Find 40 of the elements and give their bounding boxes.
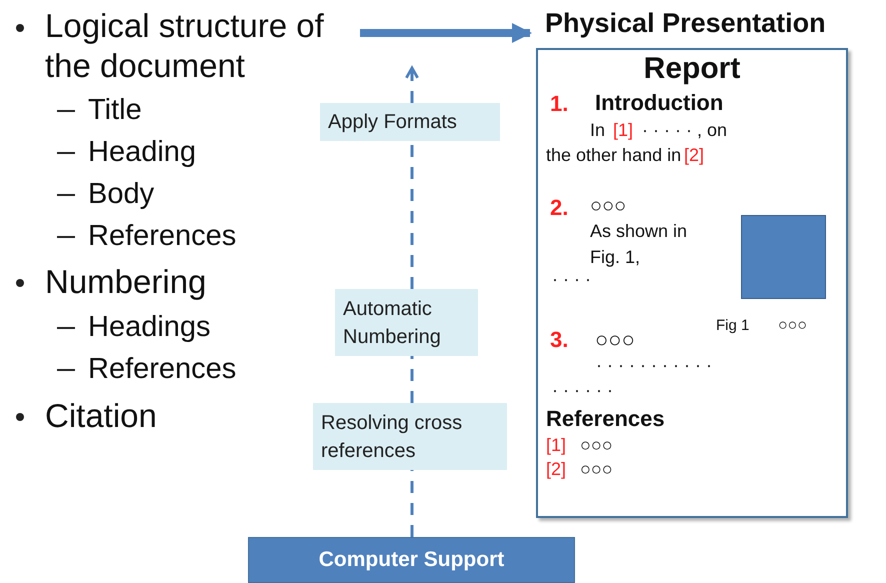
- report-title: Report: [644, 52, 740, 85]
- text-label: References: [88, 219, 236, 254]
- text-label: · · · · · · · · · · ·: [596, 354, 712, 376]
- reference-mark: [2]: [684, 144, 704, 166]
- text-label: the other hand in: [546, 144, 682, 166]
- list-heading: Logical structure of the document: [45, 7, 324, 84]
- dashed-arrow: [405, 66, 419, 103]
- reference-mark: 1.: [550, 90, 568, 118]
- text-label: In: [590, 119, 606, 142]
- reference-mark: [2]: [546, 458, 566, 480]
- support-bar: Computer Support: [248, 537, 575, 583]
- text-label: Headings: [88, 310, 211, 345]
- block-arrow: [360, 23, 532, 43]
- reference-mark: 3.: [550, 326, 568, 354]
- text-label: As shown in Fig. 1,: [590, 220, 688, 269]
- reference-mark: [1]: [613, 119, 634, 142]
- text-label: Title: [88, 93, 142, 128]
- text-label: Fig 1: [716, 317, 750, 336]
- section-heading: Introduction: [595, 89, 724, 116]
- text-label: · · · · · ·: [552, 379, 613, 402]
- text-label: Body: [88, 177, 154, 212]
- step-label: Apply Formats: [320, 103, 500, 141]
- text-label: Citation: [45, 396, 157, 436]
- step-label: Automatic Numbering: [335, 289, 478, 356]
- section-heading: References: [546, 405, 665, 432]
- text-label: ○○○: [580, 458, 613, 480]
- panel-heading: Physical Presentation: [545, 8, 826, 38]
- step-label: Resolving cross references: [313, 403, 507, 470]
- text-label: ○○○: [778, 316, 807, 336]
- text-label: Heading: [88, 135, 196, 170]
- reference-mark: 2.: [550, 194, 568, 222]
- text-label: · · · ·: [552, 268, 591, 290]
- text-label: ○○○: [580, 434, 613, 456]
- text-label: Numbering: [45, 262, 206, 302]
- text-label: · · · · · , on: [642, 119, 727, 142]
- text-label: References: [88, 352, 236, 387]
- text-label: ○○○: [590, 194, 626, 219]
- reference-mark: [1]: [546, 434, 566, 456]
- figure-box: [741, 215, 826, 299]
- text-label: ○○○: [595, 326, 635, 354]
